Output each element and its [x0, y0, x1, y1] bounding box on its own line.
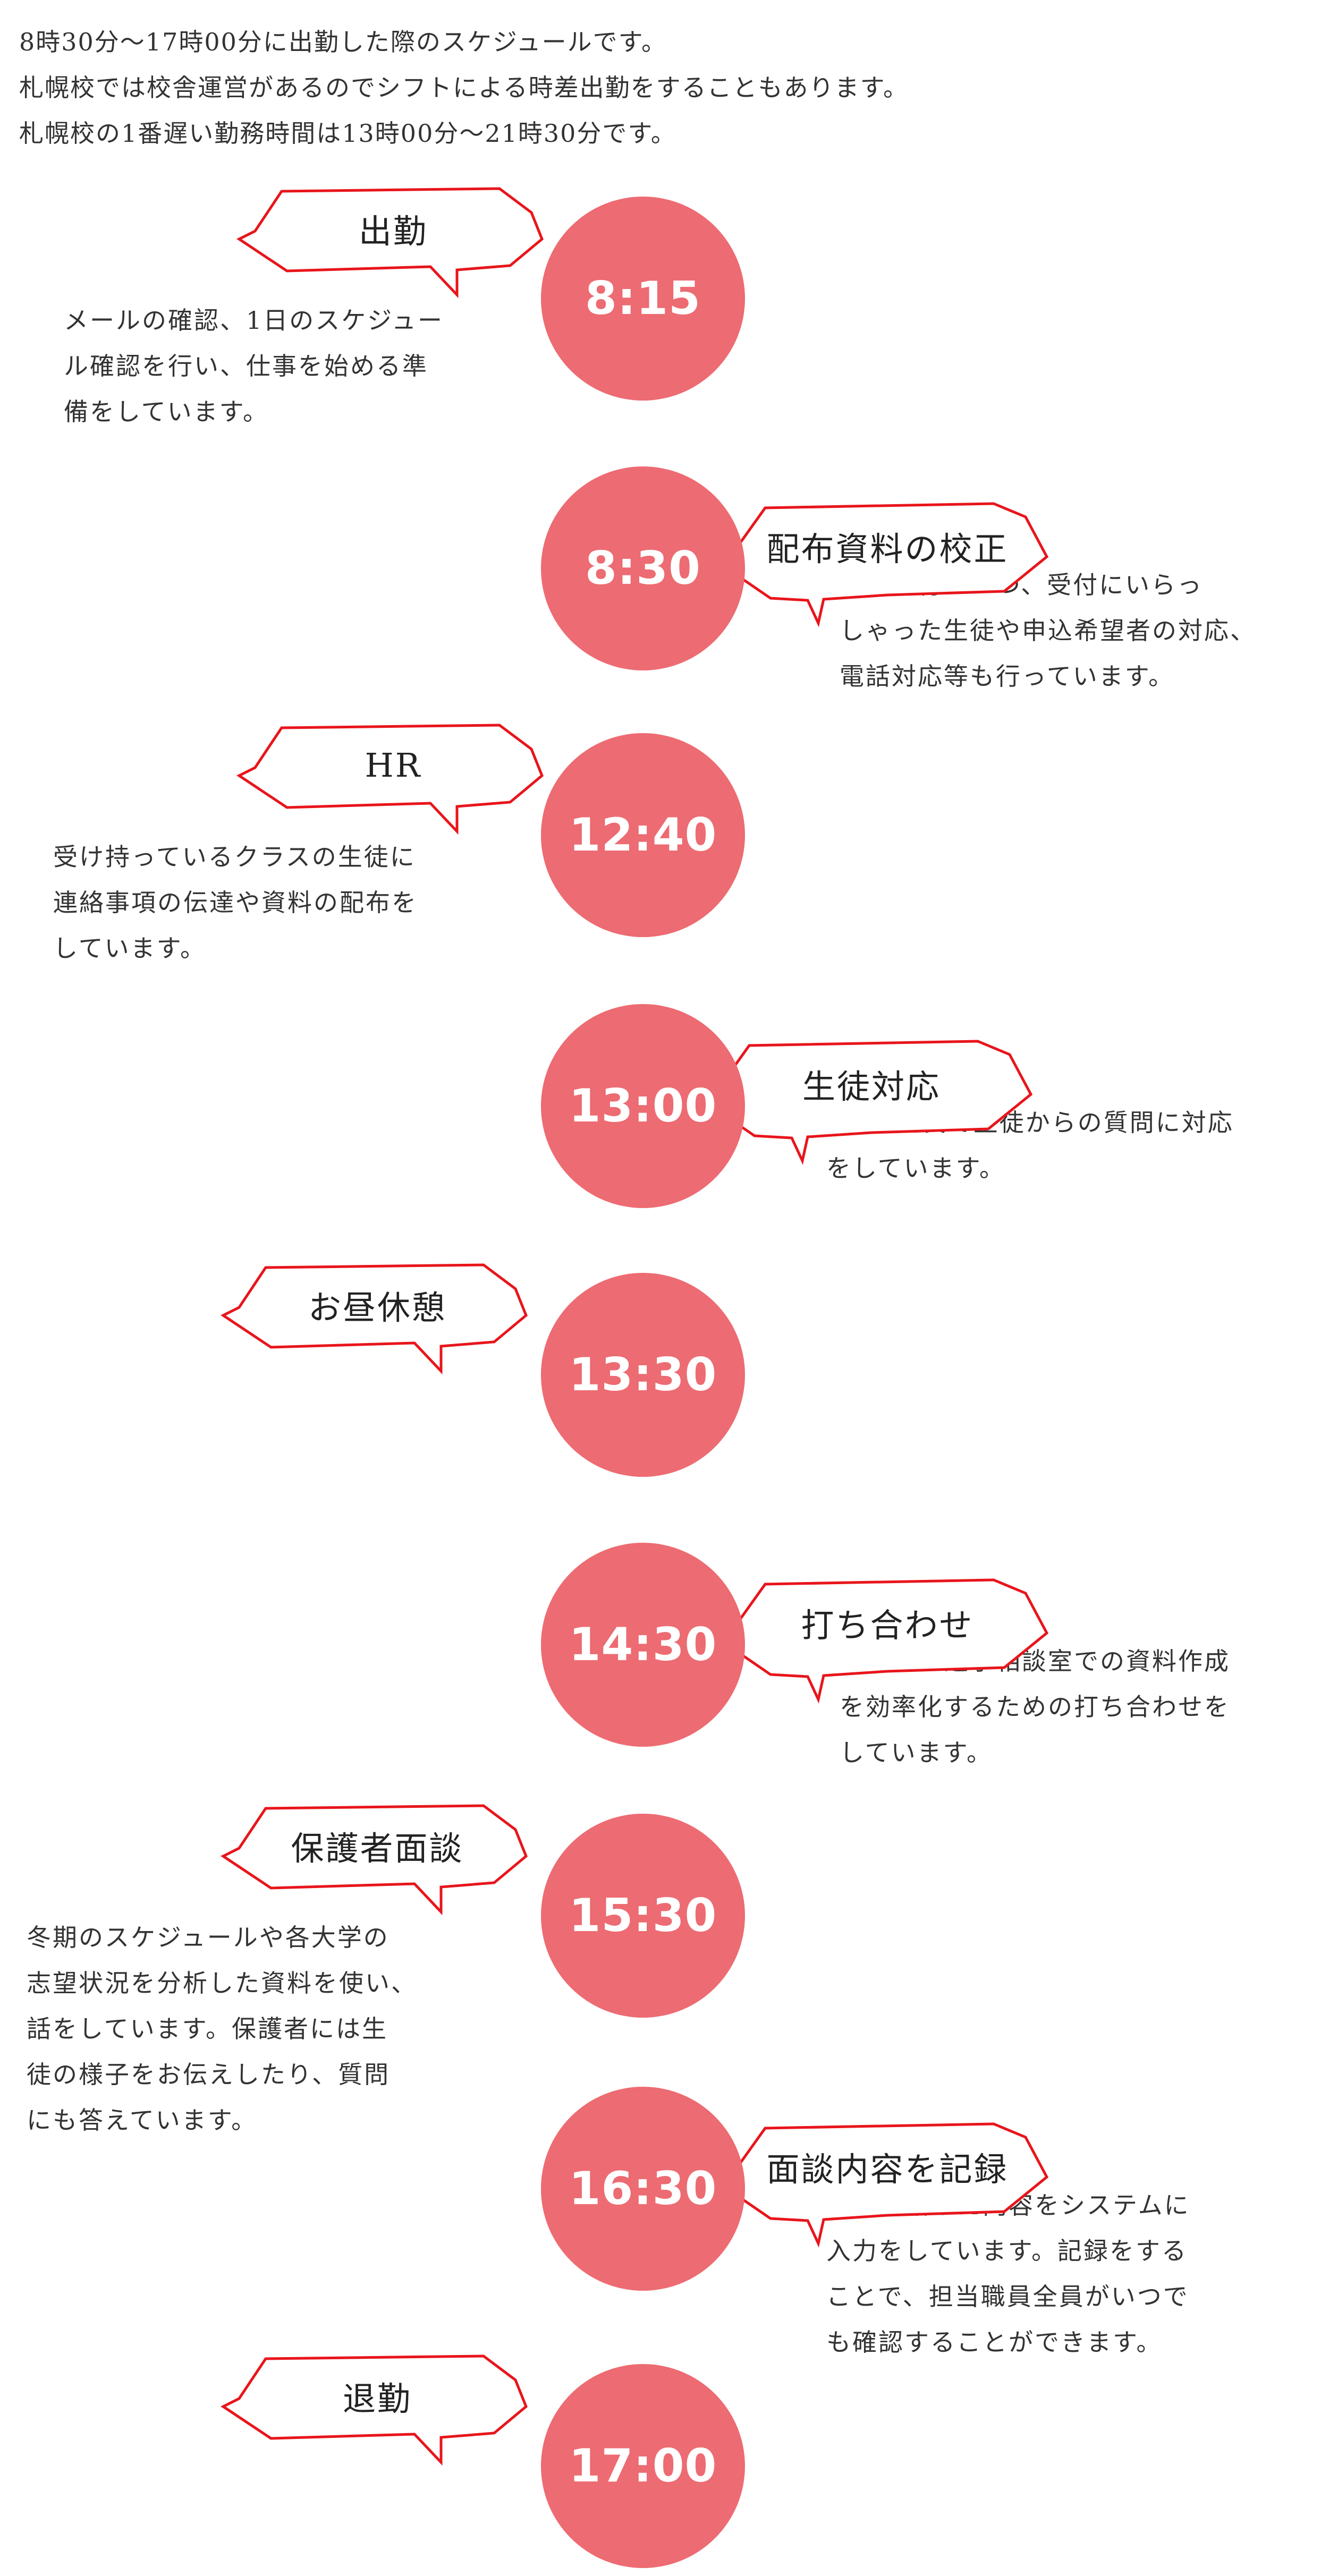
description-line: メールの確認、1日のスケジュー — [64, 306, 444, 335]
activity-bubble: お昼休憩 — [218, 1257, 537, 1384]
intro-line: 札幌校の1番遅い勤務時間は13時00分〜21時30分です。 — [19, 119, 676, 148]
time-circle: 13:00 — [541, 1004, 745, 1208]
activity-title: 配布資料の校正 — [766, 530, 1009, 568]
description-line: 冬期のスケジュールや各大学の — [27, 1923, 389, 1952]
description-line: ことで、担当職員全員がいつで — [826, 2282, 1189, 2311]
activity-description: 受け持っているクラスの生徒に連絡事項の伝達や資料の配布をしています。 — [53, 834, 457, 971]
speech-bubble-outline — [732, 502, 1049, 627]
schedule-entry: 冬期のスケジュールや各大学の志望状況を分析した資料を使い、話をしています。保護者… — [0, 0, 1338, 2135]
activity-bubble: 退勤 — [218, 2348, 537, 2476]
description-line: 備をしています。 — [64, 397, 269, 426]
time-circle: 15:30 — [541, 1814, 745, 2018]
schedule-entry: 校正を行いつつ、受付にいらっしゃった生徒や申込希望者の対応、電話対応等も行ってい… — [0, 0, 1338, 691]
description-line: しています。 — [840, 1738, 993, 1767]
description-line: を効率化するための打ち合わせを — [840, 1693, 1230, 1721]
description-line: 徒の様子をお伝えしたり、質問 — [27, 2060, 391, 2089]
description-line: 志望状況を分析した資料を使い、 — [27, 1969, 417, 1997]
speech-bubble-outline — [716, 1040, 1033, 1165]
description-line: ル確認を行い、仕事を始める準 — [64, 352, 428, 380]
speech-bubble-outline — [236, 187, 544, 299]
activity-bubble: 保護者面談 — [218, 1798, 537, 1925]
activity-bubble: 面談内容を記録 — [728, 2119, 1049, 2248]
intro-line: 8時30分〜17時00分に出勤した際のスケジュールです。 — [19, 28, 667, 56]
time-circle: 13:30 — [541, 1273, 745, 1477]
activity-title: HR — [365, 745, 422, 785]
activity-title: 打ち合わせ — [801, 1606, 974, 1645]
activity-description: 冬期のスケジュールや各大学の志望状況を分析した資料を使い、話をしています。保護者… — [27, 1915, 430, 2143]
description-line: をしています。 — [826, 1154, 1006, 1183]
schedule-entry: メールの確認、1日のスケジュール確認を行い、仕事を始める準備をしています。 出勤 8… — [0, 0, 1338, 426]
activity-bubble: 打ち合わせ — [728, 1575, 1049, 1704]
speech-bubble-outline — [732, 1578, 1049, 1704]
description-line: しゃった生徒や申込希望者の対応、 — [840, 616, 1256, 645]
time-circle: 17:00 — [541, 2364, 745, 2568]
description-line: 受け持っているクラスの生徒に — [53, 843, 416, 871]
description-line: も確認することができます。 — [826, 2328, 1163, 2357]
time-circle: 8:30 — [541, 466, 745, 670]
description-line: 話をしています。保護者には生 — [27, 2014, 388, 2043]
activity-bubble: HR — [234, 717, 553, 845]
activity-title: お昼休憩 — [308, 1288, 446, 1327]
time-circle: 16:30 — [541, 2087, 745, 2291]
intro-text: 8時30分〜17時00分に出勤した際のスケジュールです。 札幌校では校舎運営があ… — [19, 19, 1294, 156]
schedule-entry: 先輩方と進学相談室での資料作成を効率化するための打ち合わせをしています。打ち合わ… — [0, 0, 1338, 1767]
speech-bubble-outline — [221, 1263, 528, 1375]
activity-title: 出勤 — [358, 212, 428, 251]
description-line: 電話対応等も行っています。 — [840, 662, 1175, 691]
schedule-entry: 面談で話した内容をシステムに入力をしています。記録をすることで、担当職員全員がい… — [0, 0, 1338, 2357]
activity-description: メールの確認、1日のスケジュール確認を行い、仕事を始める準備をしています。 — [64, 297, 468, 435]
activity-title: 生徒対応 — [802, 1067, 941, 1106]
time-circle: 8:15 — [541, 197, 745, 401]
schedule-entry: 受け持っているクラスの生徒に連絡事項の伝達や資料の配布をしています。 HR 12:4… — [0, 0, 1338, 963]
activity-title: 面談内容を記録 — [766, 2150, 1009, 2189]
description-line: 連絡事項の伝達や資料の配布を — [53, 888, 418, 917]
speech-bubble-outline — [732, 2122, 1049, 2248]
time-circle: 12:40 — [541, 733, 745, 937]
time-circle: 14:30 — [541, 1543, 745, 1747]
intro-line: 札幌校では校舎運営があるのでシフトによる時差出勤をすることもあります。 — [19, 73, 909, 102]
activity-bubble: 生徒対応 — [712, 1036, 1033, 1165]
speech-bubble-outline — [221, 2354, 528, 2466]
schedule-entry: お昼休憩 13:30 — [0, 0, 1338, 1477]
description-line: しています。 — [53, 934, 207, 963]
activity-bubble: 出勤 — [234, 181, 553, 308]
activity-title: 退勤 — [342, 2379, 412, 2418]
speech-bubble-outline — [236, 724, 544, 835]
activity-title: 保護者面談 — [291, 1829, 464, 1868]
description-line: 入力をしています。記録をする — [826, 2237, 1188, 2265]
description-line: にも答えています。 — [27, 2106, 258, 2135]
activity-bubble: 配布資料の校正 — [728, 498, 1049, 627]
speech-bubble-outline — [221, 1804, 528, 1916]
